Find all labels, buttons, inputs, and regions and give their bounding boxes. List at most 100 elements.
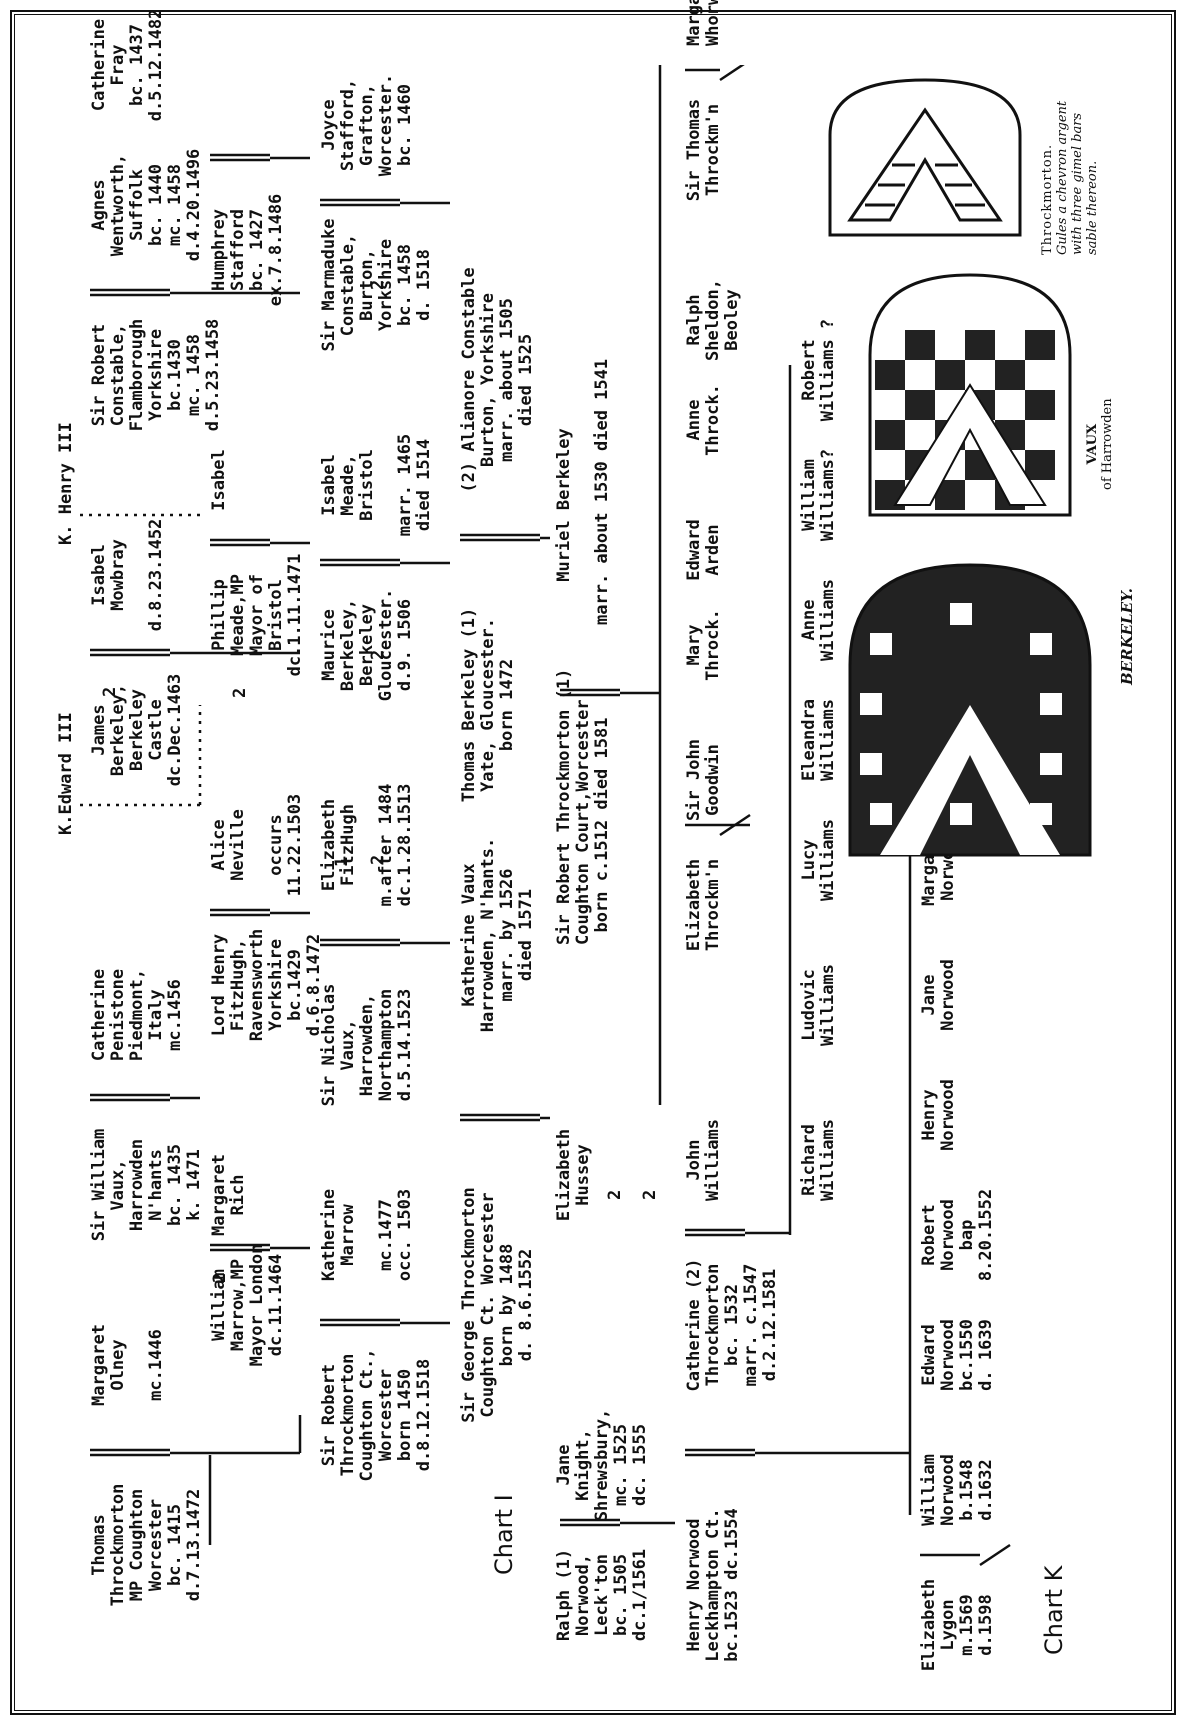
person-line: Neville — [229, 725, 248, 965]
person-catherine-fray: CatherineFraybc. 1437d.5.12.1482 — [90, 0, 166, 185]
marriage-order-mark: 2 — [368, 855, 388, 865]
person-line: Williams ? — [819, 250, 838, 490]
person-line: Mayor London — [248, 1185, 267, 1425]
throckmorton-blazon-line: sable thereon. — [1085, 101, 1100, 255]
person-line: Rich — [229, 1075, 248, 1315]
berkeley-arms-shield — [840, 545, 1100, 865]
person-line: (2) Alianore Constable — [460, 260, 479, 500]
marriage-order-mark: 2 — [230, 688, 250, 698]
person-line: Leckhampton Ct. — [704, 1465, 723, 1705]
person-line: ex.7.8.1486 — [267, 130, 286, 370]
person-line: born by 1488 — [498, 1185, 517, 1425]
marriage-order-mark: 2 — [605, 1190, 625, 1200]
king-henry-label: K. Henry III — [56, 422, 76, 545]
marriage-order-mark: 2 — [368, 280, 388, 290]
person-line: Hussey — [574, 1055, 593, 1295]
person-line: 11.22.1503 — [286, 725, 305, 965]
person-line: Margaret — [685, 0, 704, 125]
person-line: Catherine — [90, 0, 109, 185]
person-line: dc.11.1464 — [267, 1185, 286, 1425]
person-line: dc.1.11.1471 — [286, 495, 305, 735]
person-line: Italy — [147, 895, 166, 1135]
person-line: bap — [958, 1115, 977, 1355]
vaux-arms-shield — [860, 265, 1080, 525]
chart-i-ref-label: Chart I — [490, 1494, 518, 1575]
person-line: k. 1471 — [185, 1065, 204, 1305]
throckmorton-blazon-line: Gules a chevron argent — [1055, 101, 1070, 255]
person-line: bc. 1460 — [396, 5, 415, 245]
person-line: Beoley — [723, 200, 742, 440]
person-line: bc.1523 dc.1554 — [723, 1465, 742, 1705]
throckmorton-caption-title: Throckmorton. — [1040, 101, 1055, 255]
person-line: Worcester. — [377, 5, 396, 245]
person-line: Sir George Throckmorton — [460, 1185, 479, 1425]
person-line: 8.20.1552 — [977, 1115, 996, 1355]
person-line: Catherine — [90, 895, 109, 1135]
person-line: d. 1518 — [415, 165, 434, 405]
person-line: d.7.13.1472 — [185, 1425, 204, 1665]
marriage-order-mark: 1 — [332, 857, 352, 867]
person-robert-t2: Sir Robert Throckmorton (1)Coughton Cour… — [555, 705, 612, 945]
person-line: Penistone — [109, 895, 128, 1135]
person-line: born c.1512 died 1581 — [593, 705, 612, 945]
connector-line — [720, 65, 750, 80]
throckmorton-caption: Throckmorton. Gules a chevron argent wit… — [1040, 101, 1100, 255]
person-line: Thomas Berkeley (1) — [460, 585, 479, 825]
person-thomas-berkeley: Thomas Berkeley (1)Yate, Gloucester.born… — [460, 585, 517, 825]
person-line: John — [685, 1040, 704, 1280]
person-line: occurs — [267, 725, 286, 965]
person-line: died 1571 — [517, 815, 536, 1055]
person-line — [248, 725, 267, 965]
person-line: marr. about 1505 — [498, 260, 517, 500]
person-line: Whorwood — [704, 0, 723, 125]
person-line: bc. 1532 — [723, 1205, 742, 1445]
person-line: Yate, Gloucester. — [479, 585, 498, 825]
person-line: Elizabeth — [555, 1055, 574, 1295]
chart-k-label: Chart K — [1040, 1566, 1068, 1655]
person-line: Leck'ton — [593, 1475, 612, 1715]
person-line: Joyce — [320, 5, 339, 245]
person-line: d.2.12.1581 — [761, 1205, 780, 1445]
person-line: Meade,MP — [229, 495, 248, 735]
person-line: Henry Norwood — [685, 1465, 704, 1705]
marriage-order-mark: 2 — [100, 687, 120, 697]
person-alianore-constable: (2) Alianore ConstableBurton, Yorkshirem… — [460, 260, 536, 500]
person-line — [574, 385, 593, 625]
person-line: bc. 1415 — [166, 1425, 185, 1665]
person-line: mc.1456 — [166, 895, 185, 1135]
person-line: Robert — [800, 250, 819, 490]
person-line: Isabel — [210, 360, 229, 600]
marriage-order-mark: 2 — [210, 1273, 230, 1283]
person-elizabeth-hussey: ElizabethHussey — [555, 1055, 593, 1295]
king-edward-label: K.Edward III — [56, 712, 76, 835]
person-line: bc. 1427 — [248, 130, 267, 370]
vaux-caption-line1: VAUX — [1085, 398, 1100, 490]
person-line: Coughton Court,Worcester — [574, 705, 593, 945]
person-line: Burton, Yorkshire — [479, 260, 498, 500]
throckmorton-arms-shield — [820, 70, 1030, 245]
person-line: Stafford, — [339, 5, 358, 245]
person-line: bc. 1437 — [128, 0, 147, 185]
person-line: Norwood, — [574, 1475, 593, 1715]
person-alice-neville: AliceNeville occurs11.22.1503 — [210, 725, 305, 965]
marriage-order-mark: 2 — [368, 650, 388, 660]
person-line: Coughton Ct. Worcester — [479, 1185, 498, 1425]
person-george-t: Sir George ThrockmortonCoughton Ct. Worc… — [460, 1185, 536, 1425]
person-line: born 1472 — [498, 585, 517, 825]
person-line: Piedmont, — [128, 895, 147, 1135]
person-line: Katherine Vaux — [460, 815, 479, 1055]
person-line: Fray — [109, 0, 128, 185]
person-line: Ralph (1) — [555, 1475, 574, 1715]
person-line: dc.Dec.1463 — [166, 610, 185, 850]
person-ralph-norwood: Ralph (1)Norwood,Leck'tonbc. 1505dc.1/15… — [555, 1475, 650, 1715]
person-line: marr. about 1530 died 1541 — [593, 385, 612, 625]
